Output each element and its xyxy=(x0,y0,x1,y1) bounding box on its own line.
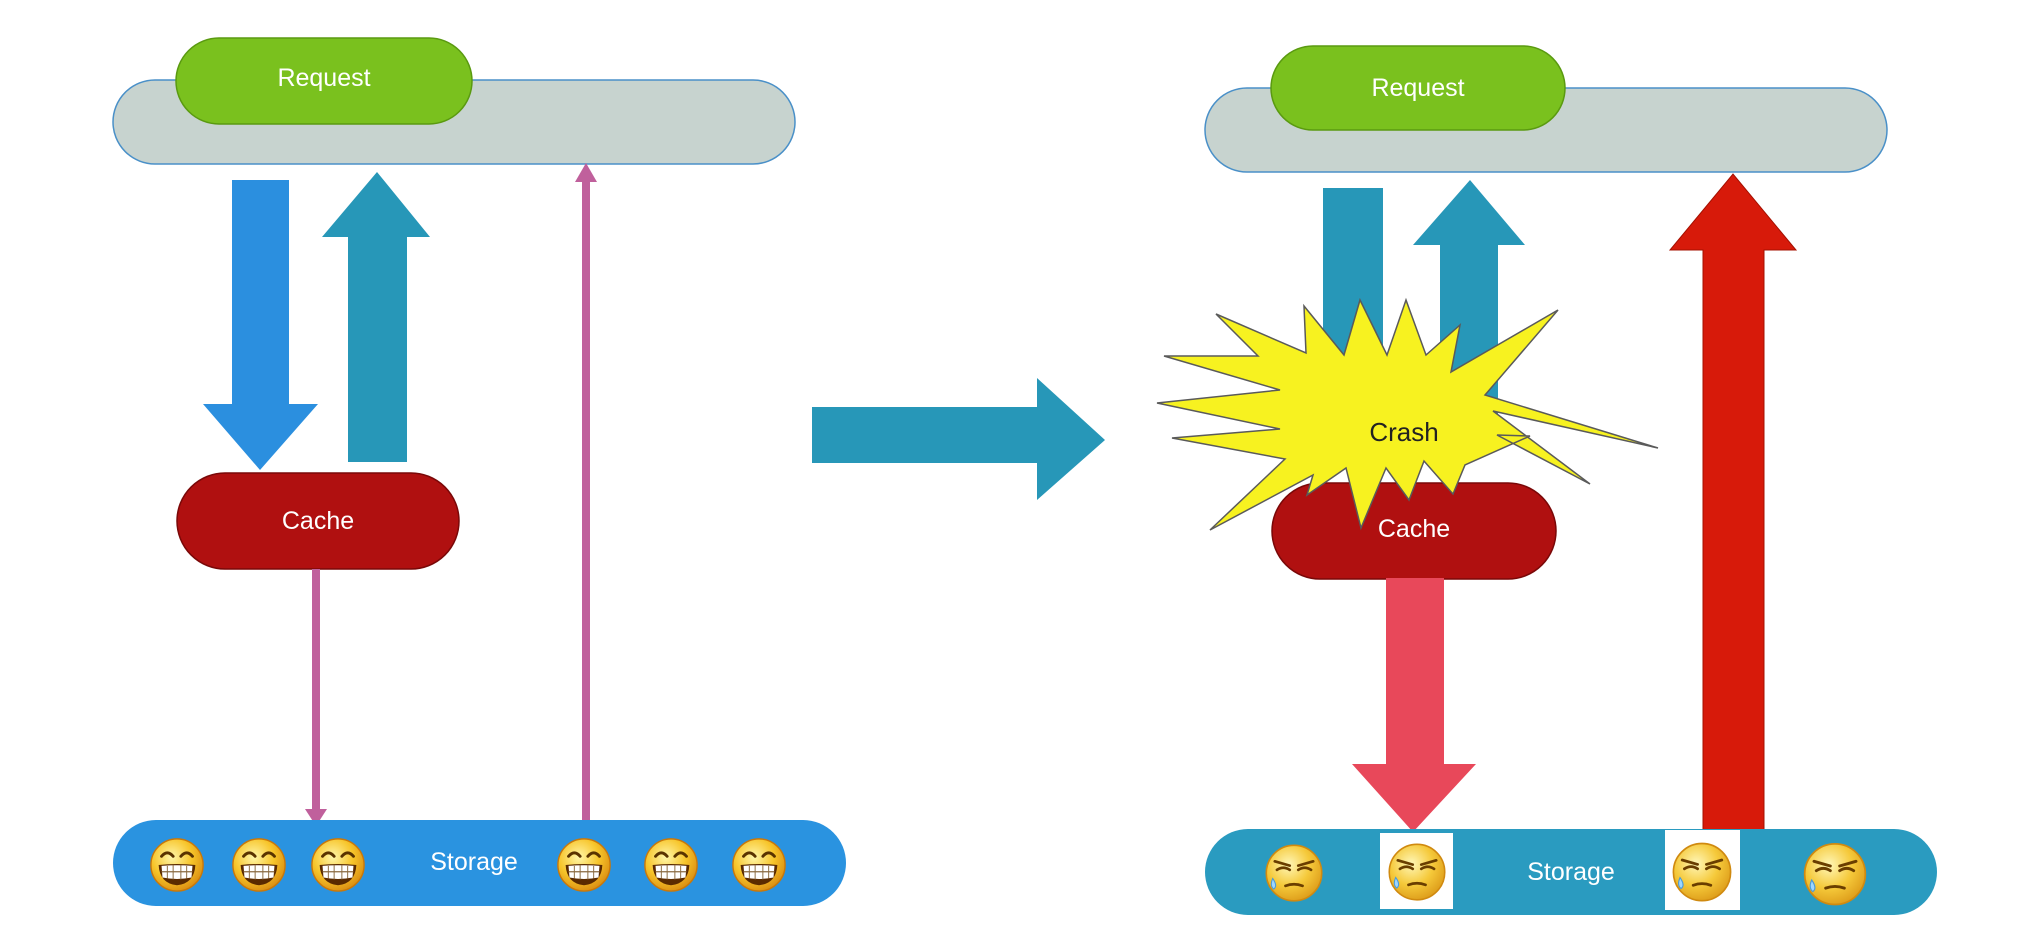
sweating-face-icon xyxy=(1264,843,1324,903)
left-cache-pill: Cache xyxy=(176,472,460,570)
sweating-face-tile xyxy=(1665,830,1740,910)
grinning-face-icon xyxy=(556,837,612,893)
grinning-face-icon xyxy=(731,837,787,893)
right-cache-pill: Cache xyxy=(1271,482,1557,580)
crash-starburst: Crash xyxy=(1156,297,1659,531)
left-up-arrow xyxy=(322,172,430,462)
left-thin-up-arrow xyxy=(575,163,597,820)
left-down-arrow xyxy=(203,180,318,470)
left-request-label: Request xyxy=(277,64,370,92)
right-cache-label: Cache xyxy=(1378,515,1450,543)
grinning-face-icon xyxy=(149,837,205,893)
left-cache-label: Cache xyxy=(282,507,354,535)
sweating-face-icon xyxy=(1803,842,1867,906)
right-storage-label: Storage xyxy=(1527,858,1615,886)
left-thin-down-arrow xyxy=(305,569,327,826)
grinning-face-icon xyxy=(643,837,699,893)
left-diagram: Request Cache Storage xyxy=(112,37,846,906)
right-cache-to-storage-arrow xyxy=(1352,578,1476,832)
left-storage-label: Storage xyxy=(430,848,518,876)
sweating-face-icon xyxy=(1672,842,1732,903)
grinning-face-icon xyxy=(231,837,287,893)
right-diagram: Request Cache Crash Storage xyxy=(1156,45,1937,915)
right-storage-to-request-arrow xyxy=(1668,173,1798,831)
left-request-pill: Request xyxy=(175,37,473,125)
right-request-label: Request xyxy=(1371,74,1464,102)
crash-icon xyxy=(1156,297,1659,531)
sweating-face-tile xyxy=(1380,833,1453,909)
crash-label: Crash xyxy=(1369,417,1438,447)
transition-arrow xyxy=(812,378,1105,500)
right-request-pill: Request xyxy=(1270,45,1566,131)
sweating-face-icon xyxy=(1387,842,1447,902)
grinning-face-icon xyxy=(310,837,366,893)
